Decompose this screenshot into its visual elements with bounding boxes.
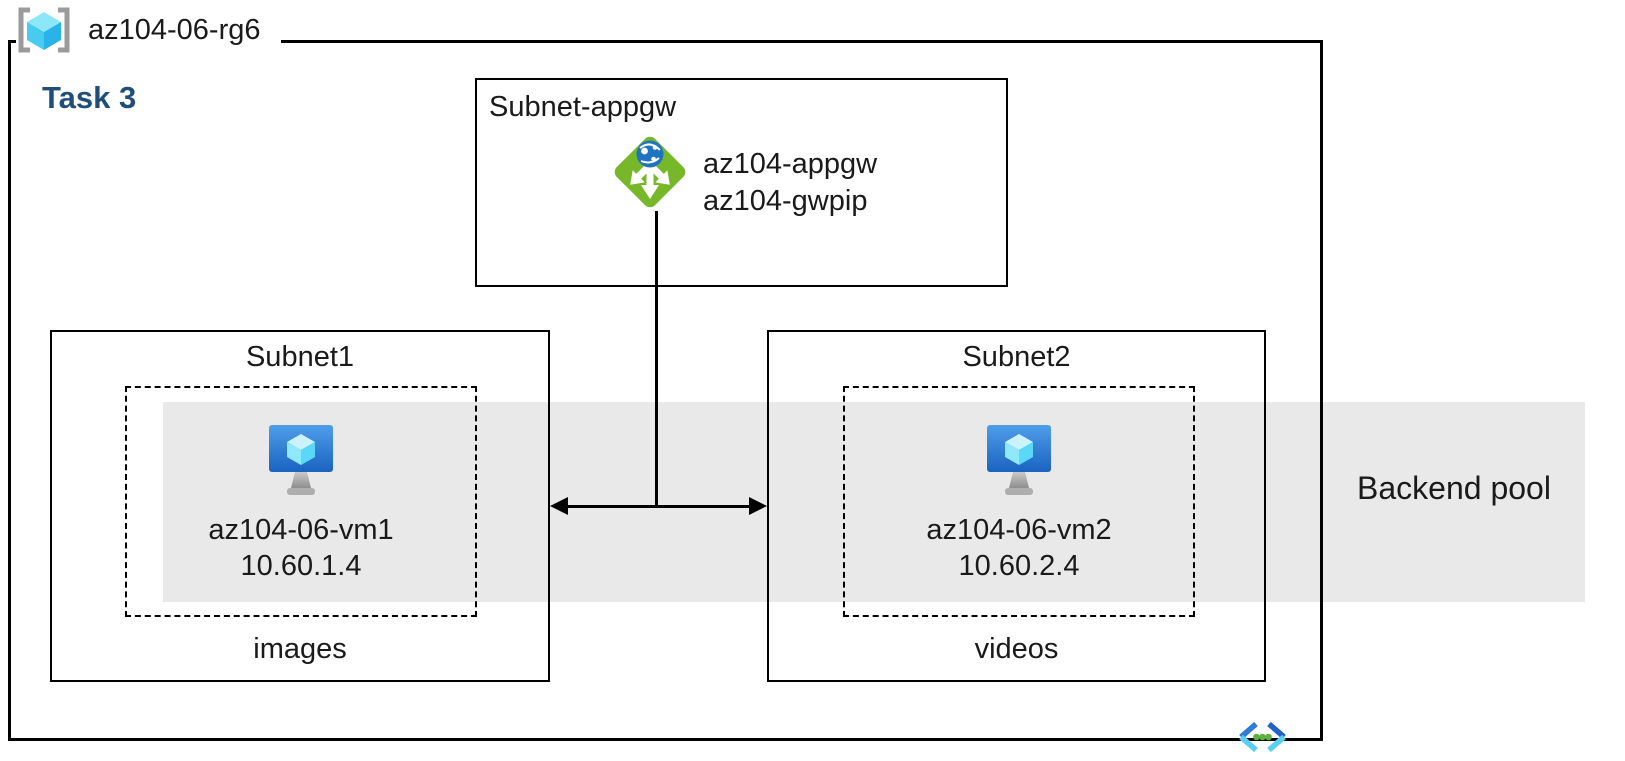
arrow-head-right-icon [749, 497, 767, 515]
virtual-machine-icon [987, 425, 1051, 495]
appgw-connector-line [655, 211, 658, 507]
subnet1-container-label: images [253, 633, 347, 665]
resource-group-label: az104-06-rg6 [16, 6, 281, 54]
resource-group-box [8, 40, 1323, 741]
subnet2-label: Subnet2 [962, 341, 1071, 373]
resource-group-title: az104-06-rg6 [88, 13, 261, 46]
subnet1-box [50, 330, 550, 682]
subnet2-container-label: videos [974, 633, 1059, 665]
vm2-name: az104-06-vm2 [926, 514, 1112, 546]
backend-pool-band [163, 402, 1585, 602]
arrow-head-left-icon [550, 497, 568, 515]
resource-group-icon [18, 7, 70, 53]
appgw-subnet-box [475, 78, 1008, 287]
vm2-ip: 10.60.2.4 [958, 550, 1080, 582]
subnet1-label: Subnet1 [245, 341, 355, 373]
virtual-network-icon [1239, 721, 1286, 753]
appgw-public-ip-name: az104-gwpip [703, 185, 868, 217]
vm2-backend-area [843, 386, 1195, 617]
task-label: Task 3 [42, 80, 137, 115]
appgw-subnet-label: Subnet-appgw [489, 91, 677, 123]
vm1-ip: 10.60.1.4 [240, 550, 362, 582]
application-gateway-icon [614, 136, 686, 208]
subnet2-box [767, 330, 1266, 682]
vm1-backend-area [125, 386, 477, 617]
subnet-link-line [566, 505, 751, 508]
vm1-name: az104-06-vm1 [208, 514, 394, 546]
appgw-name-block: az104-appgw az104-gwpip [703, 146, 877, 220]
backend-pool-label: Backend pool [1357, 470, 1551, 506]
appgw-name: az104-appgw [703, 148, 878, 180]
virtual-machine-icon [269, 425, 333, 495]
